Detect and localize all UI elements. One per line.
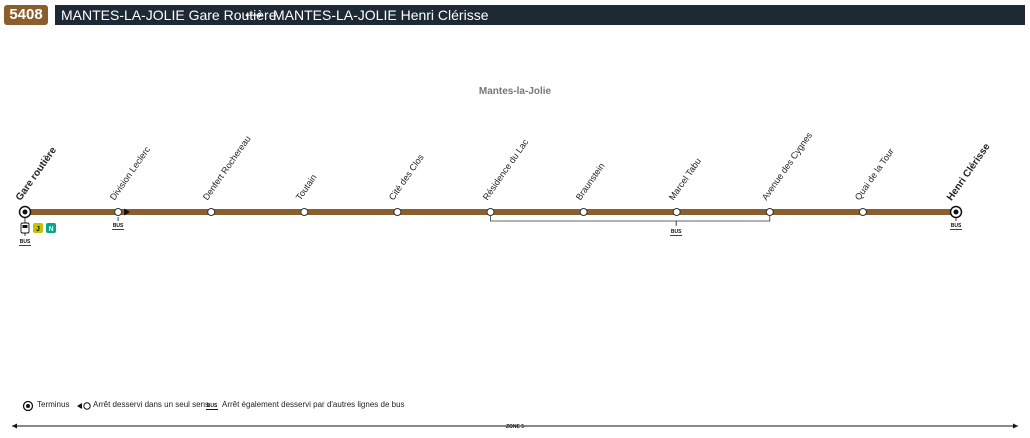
legend-bus: Arrêt également desservi par d'autres li… bbox=[222, 400, 405, 409]
city-label: Mantes-la-Jolie bbox=[478, 86, 552, 97]
n-line-label: N bbox=[48, 226, 53, 233]
svg-text:BUS: BUS bbox=[207, 403, 218, 409]
stop-marker bbox=[765, 208, 774, 216]
line-number-badge: 5408 bbox=[4, 5, 48, 25]
bus-connection-icon: BUS bbox=[20, 239, 31, 245]
one-way-legend-icon bbox=[77, 402, 91, 410]
stop-marker bbox=[300, 208, 309, 216]
j-line-badge bbox=[33, 223, 43, 233]
terminus-stop-center bbox=[22, 209, 28, 215]
bus-connection-icon: BUS bbox=[113, 223, 124, 229]
terminus-stop-center bbox=[953, 209, 959, 215]
header-bar: MANTES-LA-JOLIE Gare Routière ⟷ MANTES-L… bbox=[55, 5, 1025, 25]
stop-marker bbox=[579, 208, 588, 216]
legend-terminus: Terminus bbox=[37, 400, 70, 409]
stop-marker bbox=[672, 208, 681, 216]
stop-marker bbox=[393, 208, 402, 216]
destination-title: MANTES-LA-JOLIE Henri Clérisse bbox=[273, 7, 489, 23]
stop-marker bbox=[858, 208, 867, 216]
zone-label: ZONE 5 bbox=[505, 424, 525, 430]
stop-marker bbox=[486, 208, 495, 216]
n-line-badge bbox=[46, 223, 56, 233]
bus-connection-icon: BUS bbox=[951, 223, 962, 229]
grouped-bus-label: BUS bbox=[671, 229, 682, 235]
bus-legend-icon: BUS bbox=[206, 403, 218, 410]
stop-marker bbox=[207, 208, 216, 216]
train-icon-window bbox=[22, 225, 28, 228]
one-way-arrow-icon bbox=[124, 208, 131, 216]
grouped-bus-bracket bbox=[490, 216, 771, 222]
j-line-label: J bbox=[36, 226, 40, 233]
zone-bar bbox=[12, 423, 1018, 429]
origin-title: MANTES-LA-JOLIE Gare Routière bbox=[61, 7, 277, 23]
legend-one-way: Arrêt desservi dans un seul sens bbox=[93, 400, 210, 409]
bidirectional-arrow-icon: ⟷ bbox=[245, 8, 263, 22]
stop-marker bbox=[114, 208, 123, 216]
terminus-legend-icon bbox=[22, 400, 34, 412]
